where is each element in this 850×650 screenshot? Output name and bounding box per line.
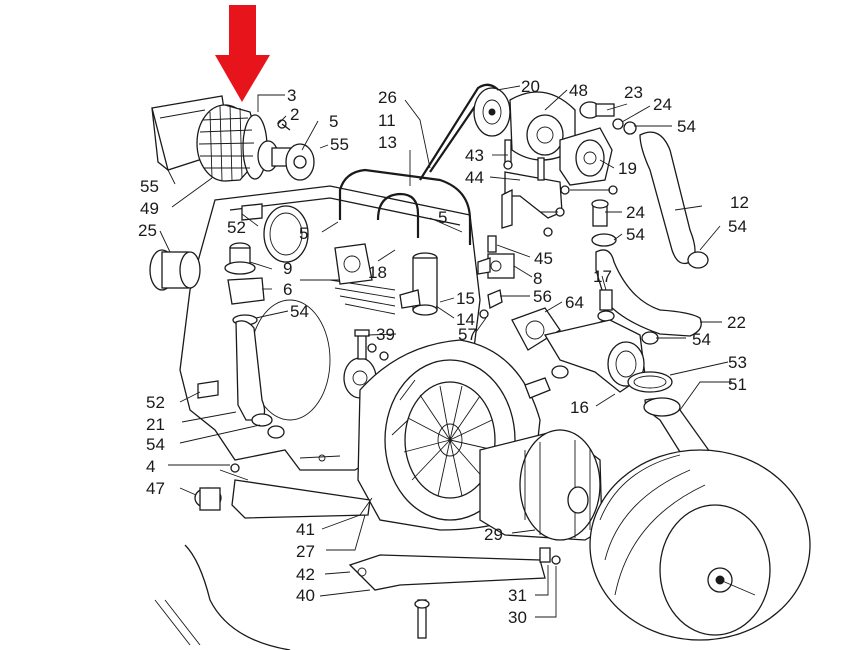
callout-43: 43 [465, 146, 484, 165]
callout-5: 5 [299, 224, 308, 243]
leader-lines [159, 85, 732, 618]
callout-55: 55 [330, 135, 349, 154]
callout-64: 64 [565, 293, 584, 312]
callout-56: 56 [533, 287, 552, 306]
bolt-39 [354, 329, 389, 361]
callout-20: 20 [521, 77, 540, 96]
callout-18: 18 [368, 263, 387, 282]
callout-47: 47 [146, 479, 165, 498]
callout-24: 24 [626, 203, 645, 222]
callout-54: 54 [692, 330, 711, 349]
callout-49: 49 [140, 199, 159, 218]
callout-41: 41 [296, 520, 315, 539]
red-arrow-indicator [215, 5, 270, 102]
hose-22 [595, 249, 702, 337]
callout-labels: 3 2 5 55 55 49 26 11 13 20 48 23 24 54 4… [138, 77, 749, 627]
callout-31: 31 [508, 586, 527, 605]
callout-13: 13 [378, 133, 397, 152]
drive-belt [419, 83, 519, 181]
engine-mount-47 [194, 463, 371, 519]
cable [154, 544, 291, 650]
callout-52: 52 [146, 393, 165, 412]
callout-4: 4 [146, 457, 155, 476]
callout-53: 53 [728, 353, 747, 372]
callout-17: 17 [593, 267, 612, 286]
fitting-56 [479, 289, 503, 319]
callout-39: 39 [376, 325, 395, 344]
callout-52: 52 [227, 218, 246, 237]
callout-5: 5 [438, 208, 447, 227]
fuel-pump-8 [477, 235, 515, 279]
terminal-30 [539, 547, 561, 565]
sensor [524, 377, 551, 399]
callout-2: 2 [290, 105, 299, 124]
callout-14: 14 [456, 310, 475, 329]
fitting-24 [591, 199, 617, 247]
callout-24: 24 [653, 95, 672, 114]
callout-44: 44 [465, 168, 484, 187]
callout-5: 5 [329, 112, 338, 131]
callout-57: 57 [458, 325, 477, 344]
callout-42: 42 [296, 565, 315, 584]
callout-54: 54 [626, 225, 645, 244]
pump-assembly [501, 91, 637, 237]
base-plate-42 [348, 554, 546, 639]
callout-54: 54 [146, 435, 165, 454]
callout-29: 29 [484, 525, 503, 544]
callout-15: 15 [456, 289, 475, 308]
callout-54: 54 [677, 117, 696, 136]
callout-11: 11 [378, 111, 396, 130]
callout-22: 22 [727, 313, 746, 332]
callout-48: 48 [569, 81, 588, 100]
hose-21 [235, 320, 285, 439]
fuel-line-13 [338, 168, 472, 245]
oil-filter-assembly [224, 242, 265, 326]
callout-54: 54 [728, 217, 747, 236]
generator-stator [479, 429, 603, 541]
rotor-drum [589, 449, 811, 641]
callout-19: 19 [618, 159, 637, 178]
inlet-hose-25 [149, 249, 201, 291]
callout-12: 12 [730, 193, 749, 212]
callout-55: 55 [140, 177, 159, 196]
callout-30: 30 [508, 608, 527, 627]
callout-16: 16 [570, 398, 589, 417]
callout-8: 8 [533, 269, 542, 288]
air-filter-assembly [151, 95, 315, 182]
callout-3: 3 [287, 86, 296, 105]
cooling-fan-housing [357, 339, 541, 531]
fuel-filter-14 [399, 252, 438, 316]
callout-27: 27 [296, 542, 315, 561]
callout-51: 51 [728, 375, 747, 394]
callout-40: 40 [296, 586, 315, 605]
callout-6: 6 [283, 280, 292, 299]
callout-26: 26 [378, 88, 397, 107]
callout-45: 45 [534, 249, 553, 268]
callout-25: 25 [138, 221, 157, 240]
callout-9: 9 [283, 259, 292, 278]
callout-23: 23 [624, 83, 643, 102]
callout-54: 54 [290, 302, 309, 321]
hose-12 [639, 131, 709, 269]
crankcase-block [179, 185, 481, 471]
callout-21: 21 [146, 415, 165, 434]
